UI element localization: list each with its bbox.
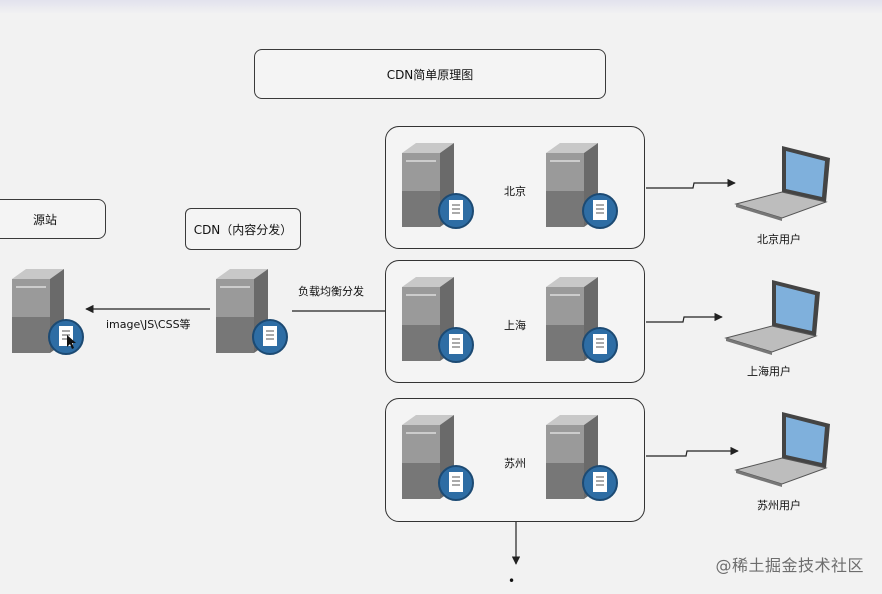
- edge-beijing-user: [646, 178, 736, 189]
- laptop-icon: [734, 146, 830, 221]
- region-name: 苏州: [504, 457, 526, 470]
- user-label: 北京用户: [757, 233, 801, 246]
- edge-label-load-balance: 负载均衡分发: [298, 285, 364, 298]
- region-suzhou: 苏州: [385, 398, 645, 522]
- region-shanghai: 上海: [385, 260, 645, 383]
- server-icon: [546, 415, 618, 501]
- cdn-label-box: CDN（内容分发）: [185, 208, 301, 250]
- laptop-icon: [734, 412, 830, 487]
- diagram-title: CDN简单原理图: [254, 49, 606, 99]
- server-icon: [12, 269, 84, 355]
- origin-label-box: 源站: [0, 199, 106, 239]
- cdn-server: [208, 265, 292, 365]
- more-indicator: •: [508, 574, 516, 588]
- cdn-label: CDN（内容分发）: [193, 222, 293, 237]
- server-icon: [402, 277, 474, 363]
- region-beijing: 北京: [385, 126, 645, 249]
- top-fade: [0, 0, 882, 14]
- region-name: 上海: [504, 319, 526, 332]
- watermark: @稀土掘金技术社区: [715, 556, 864, 575]
- edge-label-resources: image\JS\CSS等: [106, 318, 191, 331]
- edge-shanghai-user: [646, 312, 723, 323]
- diagram-title-text: CDN简单原理图: [386, 67, 474, 82]
- user-beijing: [732, 142, 834, 226]
- server-icon: [546, 277, 618, 363]
- user-label: 上海用户: [747, 365, 791, 378]
- laptop-icon: [724, 280, 820, 355]
- server-icon: [402, 143, 474, 229]
- edge-suzhou-user: [646, 446, 739, 457]
- origin-server: [4, 265, 88, 365]
- region-name: 北京: [504, 185, 526, 198]
- server-icon: [546, 143, 618, 229]
- user-shanghai: [722, 276, 824, 360]
- user-label: 苏州用户: [757, 499, 801, 512]
- origin-label: 源站: [33, 212, 58, 227]
- server-icon: [216, 269, 288, 355]
- user-suzhou: [732, 408, 834, 492]
- server-icon: [402, 415, 474, 501]
